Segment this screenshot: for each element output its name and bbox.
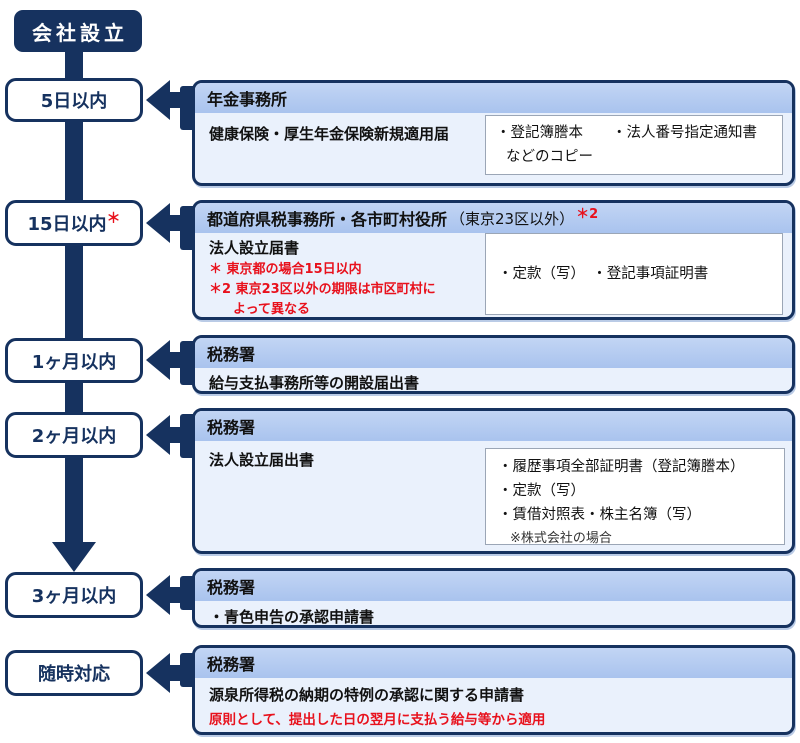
office-box-tax-blue-return: 税務署 ・青色申告の承認申請書 xyxy=(192,568,795,628)
office-header: 税務署 xyxy=(195,571,792,601)
timeline-anytime: 随時対応 xyxy=(5,650,143,696)
office-header: 年金事務所 xyxy=(195,83,792,113)
timeline-5-days: 5日以内 xyxy=(5,78,143,122)
timeline-label: 1ヶ月以内 xyxy=(31,351,117,373)
flow-connector xyxy=(65,52,83,78)
office-header: 都道府県税事務所・各市町村役所 （東京23区以外） ＊2 xyxy=(195,203,792,233)
office-name: 年金事務所 xyxy=(207,90,288,109)
red-note-line: 原則として、提出した日の翌月に支払う給与等から適用 xyxy=(209,712,546,728)
red-note-line: よって異なる xyxy=(233,302,310,317)
document-name: ・青色申告の承認申請書 xyxy=(209,608,375,626)
document-name: 法人設立届書 xyxy=(209,239,300,257)
office-name: 税務署 xyxy=(207,418,256,437)
red-asterisk: ＊2 xyxy=(576,206,599,222)
red-note-line: ＊2 東京23区以外の期限は市区町村に xyxy=(209,282,436,297)
timeline-label: 5日以内 xyxy=(40,91,108,112)
flow-connector xyxy=(65,383,83,412)
office-name: 税務署 xyxy=(207,578,256,597)
document-name: 源泉所得税の納期の特例の承認に関する申請書 xyxy=(209,686,525,704)
document-name: 法人設立届出書 xyxy=(209,451,315,469)
attachment-item: ・登記簿謄本 ・法人番号指定通知書 xyxy=(496,125,757,141)
office-name-suffix: （東京23区以外） xyxy=(450,209,575,228)
down-arrowhead-icon xyxy=(52,542,96,572)
timeline-label: 2ヶ月以内 xyxy=(31,426,117,447)
office-header: 税務署 xyxy=(195,338,792,368)
timeline-label: 随時対応 xyxy=(38,664,110,685)
left-arrow-icon xyxy=(146,415,192,455)
red-notes: ＊ 東京都の場合15日以内 ＊2 東京23区以外の期限は市区町村に よって異なる xyxy=(209,260,436,317)
office-box-tax-withholding: 税務署 源泉所得税の納期の特例の承認に関する申請書 原則として、提出した日の翌月… xyxy=(192,645,795,735)
attachment-item: ・定款（写） xyxy=(498,483,585,499)
office-name: 税務署 xyxy=(207,655,256,674)
timeline-label: 15日以内 xyxy=(27,214,107,235)
attachment-item: などのコピー xyxy=(506,149,593,165)
red-asterisk: ＊ xyxy=(106,211,121,227)
office-name: 税務署 xyxy=(207,345,256,364)
flow-connector xyxy=(65,246,83,338)
attachment-note: ※株式会社の場合 xyxy=(510,531,612,546)
timeline-3-months: 3ヶ月以内 xyxy=(5,572,143,618)
flow-connector xyxy=(65,122,83,200)
attachment-item: ・定款（写） ・登記事項証明書 xyxy=(498,266,709,282)
red-note-line: ＊ 東京都の場合15日以内 xyxy=(209,262,362,277)
flow-connector xyxy=(65,458,83,542)
office-box-prefectural-tax: 都道府県税事務所・各市町村役所 （東京23区以外） ＊2 法人設立届書 ＊ 東京… xyxy=(192,200,795,320)
attachment-item: ・履歴事項全部証明書（登記簿謄本） xyxy=(498,459,745,475)
document-name: 健康保険・厚生年金保険新規適用届 xyxy=(209,125,450,143)
attachments-box: ・履歴事項全部証明書（登記簿謄本） ・定款（写） ・賃借対照表・株主名簿（写） … xyxy=(485,448,785,546)
start-box: 会社設立 xyxy=(14,10,142,52)
timeline-1-month: 1ヶ月以内 xyxy=(5,338,143,383)
attachments-box: ・登記簿謄本 ・法人番号指定通知書 などのコピー xyxy=(485,115,783,175)
office-box-tax-incorporation: 税務署 法人設立届出書 ・履歴事項全部証明書（登記簿謄本） ・定款（写） ・賃借… xyxy=(192,408,795,554)
timeline-15-days: 15日以内＊ xyxy=(5,200,143,246)
office-header: 税務署 xyxy=(195,648,792,678)
timeline-2-months: 2ヶ月以内 xyxy=(5,412,143,458)
office-name: 都道府県税事務所・各市町村役所 xyxy=(207,210,448,229)
office-header: 税務署 xyxy=(195,411,792,441)
office-box-tax-payroll: 税務署 給与支払事務所等の開設届出書 xyxy=(192,335,795,394)
document-name: 給与支払事務所等の開設届出書 xyxy=(209,374,420,392)
attachment-item: ・賃借対照表・株主名簿（写） xyxy=(498,507,701,523)
office-box-pension: 年金事務所 健康保険・厚生年金保険新規適用届 ・登記簿謄本 ・法人番号指定通知書… xyxy=(192,80,795,186)
attachments-box: ・定款（写） ・登記事項証明書 xyxy=(485,233,783,315)
timeline-label: 3ヶ月以内 xyxy=(31,586,117,607)
